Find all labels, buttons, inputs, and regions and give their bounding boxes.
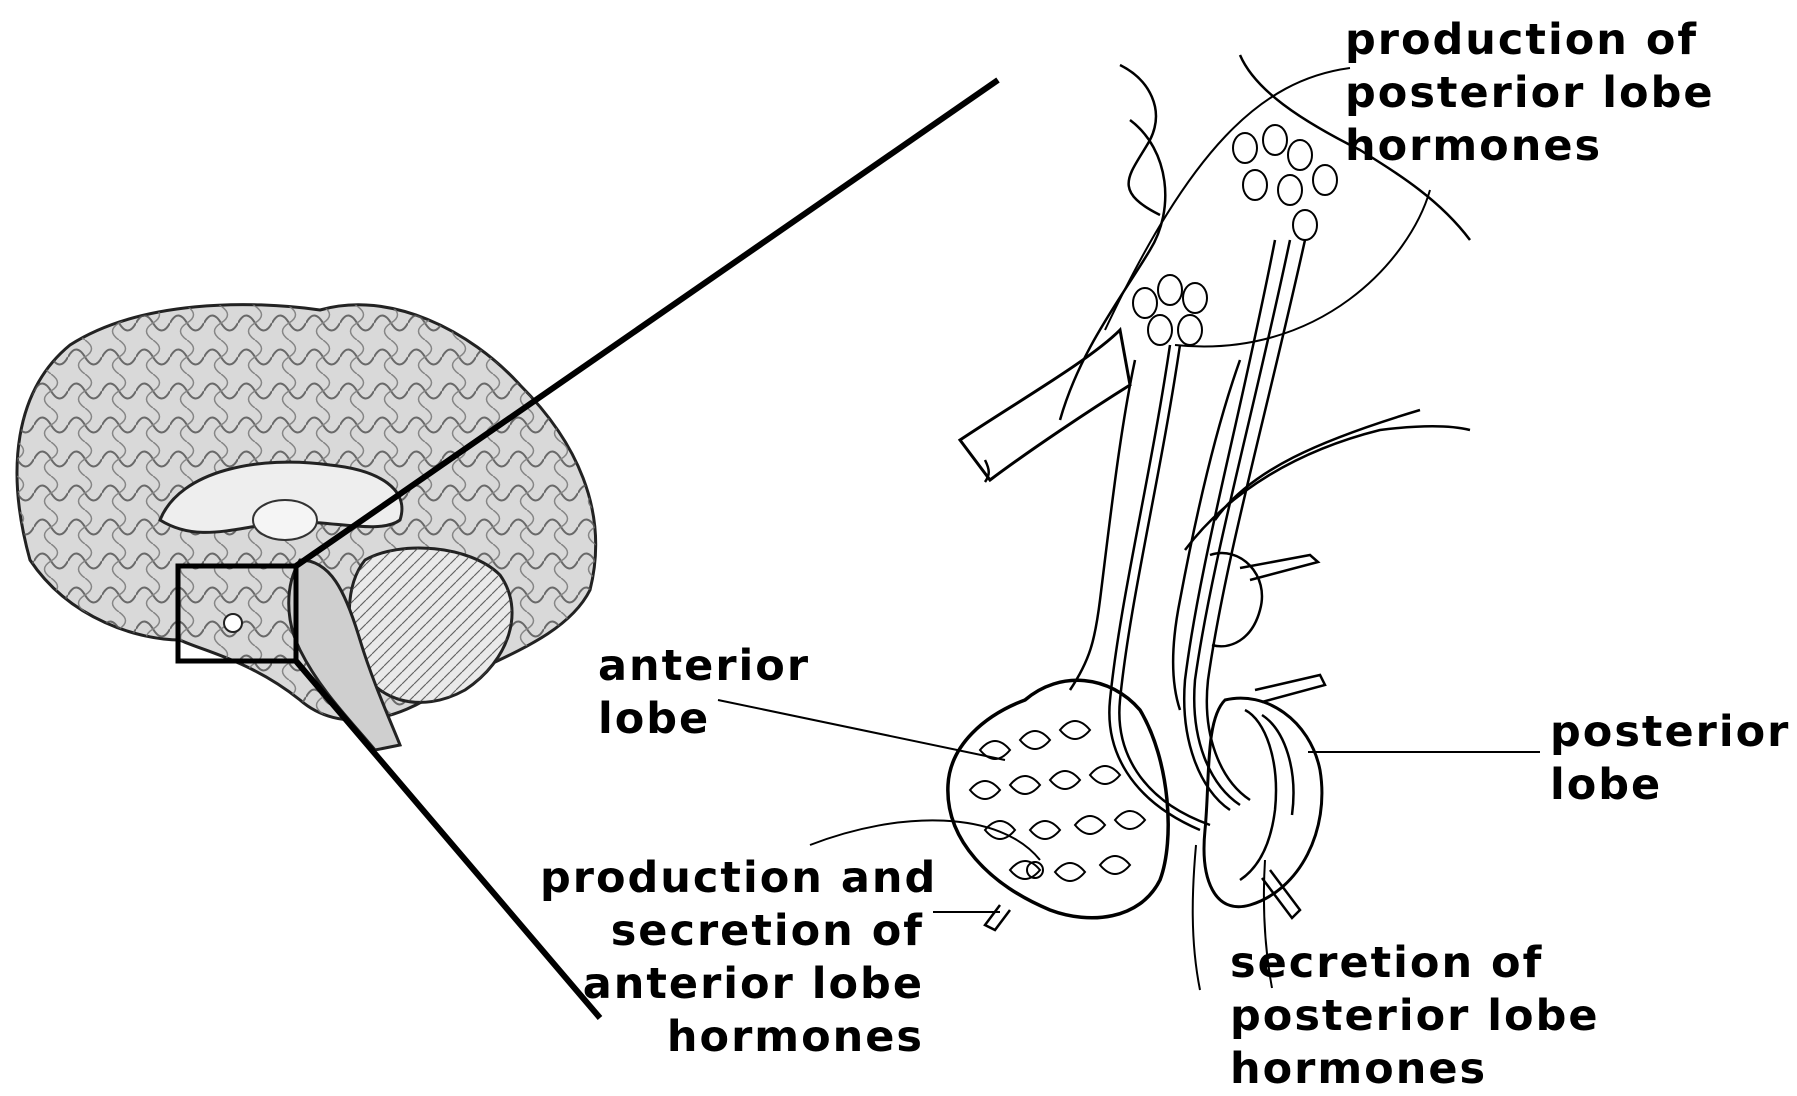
label-anterior-lobe: anterior lobe bbox=[598, 640, 810, 746]
pituitary-magnified bbox=[948, 55, 1470, 930]
leader-secretion-posterior bbox=[1193, 845, 1200, 990]
label-production-secretion-anterior: production and secretion of anterior lob… bbox=[540, 852, 924, 1064]
label-posterior-lobe: posterior lobe bbox=[1550, 706, 1790, 812]
brain-sagittal bbox=[17, 305, 596, 750]
leader-production-posterior bbox=[1105, 68, 1350, 330]
label-secretion-posterior: secretion of posterior lobe hormones bbox=[1230, 937, 1600, 1096]
label-production-posterior: production of posterior lobe hormones bbox=[1345, 14, 1715, 173]
